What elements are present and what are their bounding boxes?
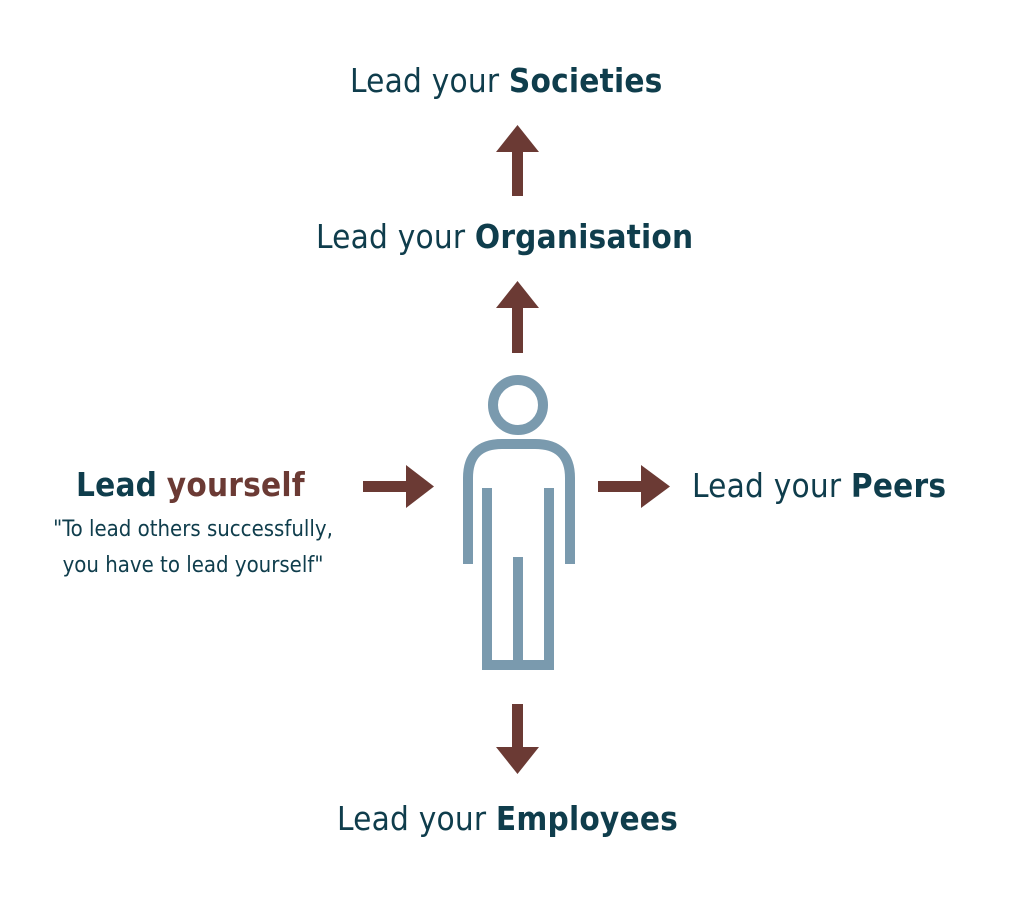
arrow-up-icon [496,281,539,353]
quote-line-2: you have to lead yourself" [62,553,324,578]
label-emphasis: Employees [495,799,679,838]
label-emphasis: Organisation [474,217,694,256]
quote-line-1: "To lead others successfully, [53,517,333,542]
label-lead-organisation: Lead your Organisation [316,220,693,253]
label-emphasis: Peers [850,466,947,505]
arrow-right-icon [363,465,434,508]
label-emphasis: Societies [508,61,663,100]
label-lead-peers: Lead your Peers [692,469,946,502]
label-prefix: Lead your [316,217,466,256]
arrow-down-icon [496,704,539,774]
label-prefix: Lead your [337,799,487,838]
label-prefix: Lead your [350,61,500,100]
person-outline-icon [463,375,575,670]
label-prefix: Lead [76,465,158,504]
label-lead-employees: Lead your Employees [337,802,678,835]
quote-text: "To lead others successfully, you have t… [18,512,368,584]
arrow-right-icon [598,465,670,508]
label-prefix: Lead your [692,466,842,505]
label-lead-societies: Lead your Societies [350,64,663,97]
label-lead-yourself: Lead yourself [76,468,305,501]
label-emphasis: yourself [166,465,305,504]
arrow-up-icon [496,125,539,196]
